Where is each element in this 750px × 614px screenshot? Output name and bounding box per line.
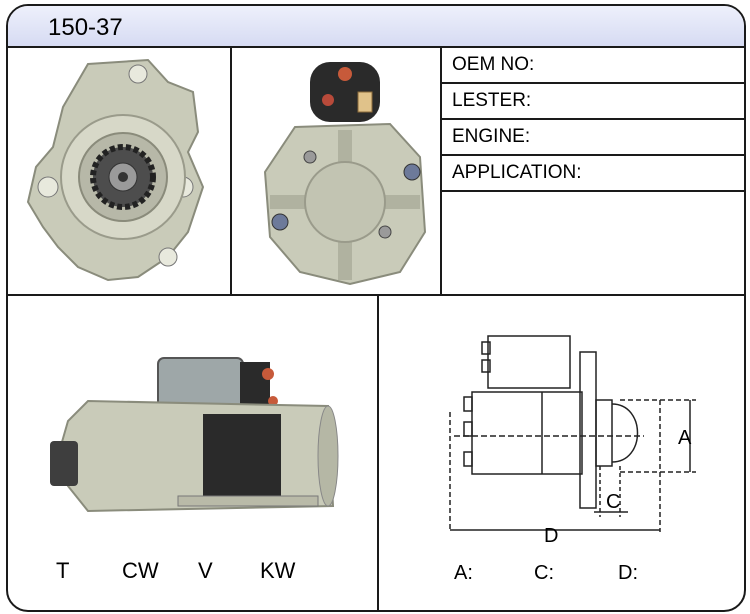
- rating-t: T: [56, 558, 70, 583]
- rating-v: V: [198, 558, 213, 583]
- spec-label: LESTER:: [452, 90, 532, 111]
- divider: [8, 294, 744, 296]
- spec-label: ENGINE:: [452, 126, 531, 147]
- divider: [230, 46, 232, 296]
- rating-kw: KW: [260, 558, 296, 583]
- spec-row-oem: OEM NO:: [442, 48, 744, 84]
- dim-letter-c: C: [606, 491, 620, 513]
- dim-letter-a: A: [678, 427, 692, 449]
- front-view-photo: [26, 58, 205, 282]
- dim-letter-d: D: [544, 525, 558, 547]
- spec-sheet: 150-37 OEM NO: LESTER: ENGINE: APPLICATI…: [6, 4, 746, 612]
- divider: [377, 294, 379, 610]
- spec-label: APPLICATION:: [452, 162, 582, 183]
- rear-view-photo: [263, 62, 427, 286]
- rating-cw: CW: [122, 558, 159, 583]
- dim-label-c: C:: [534, 562, 554, 584]
- spec-row-application: APPLICATION:: [442, 156, 744, 192]
- side-view-photo: [50, 357, 339, 513]
- divider: [440, 46, 442, 296]
- dim-label-a: A:: [454, 562, 473, 584]
- spec-label: OEM NO:: [452, 54, 535, 75]
- spec-row-engine: ENGINE:: [442, 120, 744, 156]
- part-number: 150-37: [48, 14, 123, 41]
- title-bar: 150-37: [8, 6, 744, 48]
- dimension-drawing: D A C: [449, 335, 696, 547]
- spec-row-lester: LESTER:: [442, 84, 744, 120]
- dim-label-d: D:: [618, 562, 638, 584]
